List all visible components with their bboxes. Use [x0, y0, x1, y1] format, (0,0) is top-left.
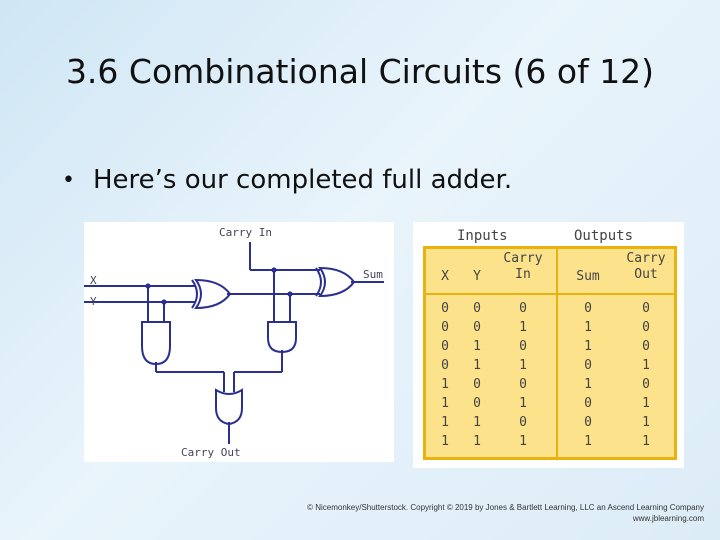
sum-label: Sum: [363, 268, 383, 281]
table-cell: 1: [473, 339, 481, 354]
table-cell: 1: [642, 358, 650, 373]
table-cell: 1: [584, 434, 592, 449]
table-cell: 1: [642, 396, 650, 411]
table-cell: 0: [642, 301, 650, 316]
table-cell: 0: [519, 339, 527, 354]
table-cell: 1: [584, 320, 592, 335]
column-header-sum: Sum: [576, 269, 600, 284]
table-cell: 0: [519, 301, 527, 316]
y-label: Y: [90, 295, 97, 308]
table-cell: 1: [584, 377, 592, 392]
table-cell: 0: [584, 358, 592, 373]
table-cell: 0: [642, 377, 650, 392]
or-gate: [215, 388, 243, 426]
table-cell: 0: [584, 396, 592, 411]
inputs-group-header: Inputs: [457, 228, 508, 244]
table-cell: 1: [441, 415, 449, 430]
table-cell: 0: [441, 339, 449, 354]
table-cell: 0: [473, 320, 481, 335]
table-cell: 1: [473, 415, 481, 430]
table-cell: 0: [441, 358, 449, 373]
truth-table-box: X Y Carry In Sum Carry Out 0 0 0 0 0 0 0 1 1 0 0 1 0…: [423, 246, 677, 460]
table-cell: 0: [519, 377, 527, 392]
table-cell: 1: [441, 377, 449, 392]
table-cell: 1: [519, 358, 527, 373]
column-header-x: X: [441, 269, 449, 284]
copyright-credit: © Nicemonkey/Shutterstock. Copyright © 2…: [307, 503, 704, 523]
table-cell: 0: [642, 320, 650, 335]
table-cell: 0: [473, 301, 481, 316]
table-cell: 1: [473, 434, 481, 449]
x-label: X: [90, 274, 97, 287]
table-cell: 1: [519, 320, 527, 335]
table-cell: 0: [519, 415, 527, 430]
column-header-carry-out: Carry Out: [626, 251, 666, 282]
carry-in-label: Carry In: [219, 226, 272, 239]
table-cell: 1: [441, 434, 449, 449]
table-cell: 1: [584, 339, 592, 354]
table-cell: 0: [642, 339, 650, 354]
table-cell: 0: [473, 377, 481, 392]
and-gate-1: [141, 321, 171, 366]
table-cell: 0: [473, 396, 481, 411]
column-header-y: Y: [473, 269, 481, 284]
bullet-item: • Here’s our completed full adder.: [62, 165, 512, 195]
and-gate-2: [267, 321, 297, 354]
table-cell: 0: [441, 320, 449, 335]
table-cell: 1: [519, 396, 527, 411]
table-divider: [556, 249, 558, 457]
table-divider: [426, 293, 674, 295]
xor-gate-2: [315, 266, 356, 298]
outputs-group-header: Outputs: [574, 228, 634, 244]
carry-out-label: Carry Out: [181, 446, 241, 459]
bullet-text: Here’s our completed full adder.: [92, 165, 513, 195]
table-cell: 1: [642, 415, 650, 430]
table-cell: 0: [584, 301, 592, 316]
table-cell: 1: [519, 434, 527, 449]
table-cell: 1: [473, 358, 481, 373]
column-header-carry-in: Carry In: [503, 251, 543, 282]
table-cell: 0: [441, 301, 449, 316]
slide-title: 3.6 Combinational Circuits (6 of 12): [65, 52, 655, 91]
table-cell: 1: [441, 396, 449, 411]
bullet-icon: •: [62, 167, 75, 193]
table-cell: 0: [584, 415, 592, 430]
table-cell: 1: [642, 434, 650, 449]
full-adder-circuit-diagram: Carry In Sum X Y Carry Out: [84, 222, 394, 462]
circuit-svg: Carry In Sum X Y Carry Out: [84, 226, 384, 459]
xor-gate-1: [191, 278, 232, 310]
truth-table: Inputs Outputs X Y Carry In Sum Carry Ou…: [413, 222, 684, 468]
